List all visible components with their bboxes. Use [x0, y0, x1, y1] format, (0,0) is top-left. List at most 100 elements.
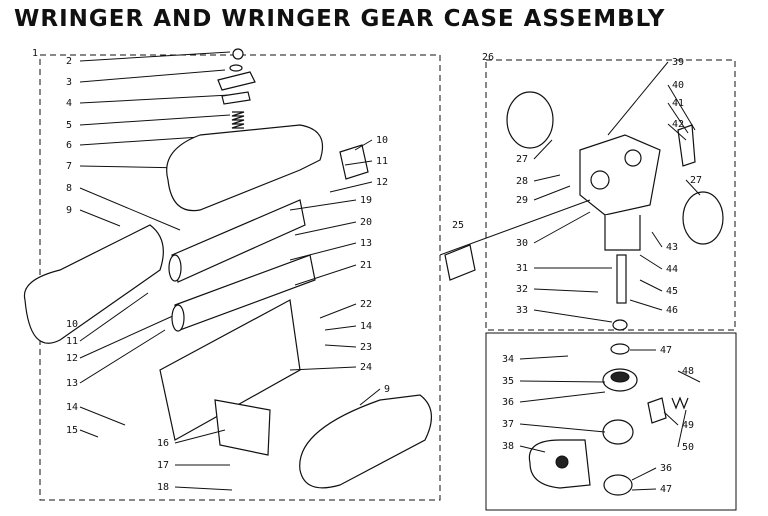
cover-disk-left-part: [506, 91, 554, 149]
callout-27b: 27: [690, 175, 702, 186]
callout-40: 40: [672, 80, 684, 91]
washer-inset-part: [610, 343, 630, 355]
callout-7: 7: [66, 161, 72, 172]
cover-disk-right-part: [682, 191, 724, 245]
gear-case-part: [579, 134, 661, 251]
callout-16: 16: [157, 438, 169, 449]
gear-middle-part: [602, 419, 634, 445]
callout-6: 6: [66, 140, 72, 151]
inset-leaders: [519, 349, 701, 491]
callout-39: 39: [672, 57, 684, 68]
plate-part: [221, 91, 251, 105]
right-group-boundary: [485, 59, 736, 331]
callout-20: 20: [360, 217, 372, 228]
callout-35: 35: [502, 376, 514, 387]
left-label-group: 2 3 4 5 6 7 8 9 10 11 12 13 14 15: [66, 56, 78, 436]
gear-inset-box: [485, 332, 737, 511]
callout-2: 2: [66, 56, 72, 67]
group-label-1: 1: [32, 48, 38, 59]
callout-48: 48: [682, 366, 694, 377]
callout-49: 49: [682, 420, 694, 431]
left-housing-part: [23, 224, 164, 344]
callout-11b: 11: [376, 156, 388, 167]
callout-33: 33: [516, 305, 528, 316]
left-bottom-leaders: [174, 429, 233, 491]
callout-46: 46: [666, 305, 678, 316]
callout-14b: 14: [360, 321, 372, 332]
callout-27: 27: [516, 154, 528, 165]
callout-18: 18: [157, 482, 169, 493]
callout-13: 13: [66, 378, 78, 389]
nut-part: [612, 319, 628, 331]
callout-36b: 36: [660, 463, 672, 474]
wringer-plate-part: [214, 399, 271, 456]
callout-37: 37: [502, 419, 514, 430]
callout-23: 23: [360, 342, 372, 353]
callout-50: 50: [682, 442, 694, 453]
callout-4: 4: [66, 98, 72, 109]
middle-label-group: 10 11 12 19 20 13 21 22 14 23 24 9: [360, 135, 390, 395]
callout-22: 22: [360, 299, 372, 310]
callout-24: 24: [360, 362, 372, 373]
callout-15: 15: [66, 425, 78, 436]
callout-38: 38: [502, 441, 514, 452]
upper-roller-part: [168, 199, 306, 283]
pinion-gear-part: [528, 439, 591, 489]
bracket-part: [339, 144, 369, 180]
callout-36: 36: [502, 397, 514, 408]
washer-part: [229, 64, 243, 72]
middle-leaders: [289, 139, 381, 406]
callout-28: 28: [516, 176, 528, 187]
screw-part: [232, 48, 244, 60]
callout-25: 25: [452, 220, 464, 231]
connector-line: [439, 199, 591, 256]
lower-roller-part: [171, 254, 316, 332]
gear-top-part: [602, 368, 638, 392]
clamp-plate-part: [217, 71, 256, 91]
callout-19: 19: [360, 195, 372, 206]
callout-41: 41: [672, 98, 684, 109]
callout-21: 21: [360, 260, 372, 271]
callout-13b: 13: [360, 238, 372, 249]
callout-42: 42: [672, 119, 684, 130]
gear-bottom-part: [603, 474, 633, 496]
callout-14: 14: [66, 402, 78, 413]
left-group-boundary: [39, 54, 441, 501]
link-connector-part: [444, 244, 476, 281]
callout-8: 8: [66, 183, 72, 194]
callout-34: 34: [502, 354, 514, 365]
callout-47b: 47: [660, 484, 672, 495]
callout-9: 9: [66, 205, 72, 216]
shaft-part: [616, 254, 627, 304]
right-leaders: [533, 61, 701, 323]
diagram-title: WRINGER AND WRINGER GEAR CASE ASSEMBLY: [14, 6, 666, 32]
left-bottom-label-group: 16 17 18: [157, 438, 169, 493]
callout-9b: 9: [384, 384, 390, 395]
callout-17: 17: [157, 460, 169, 471]
inset-label-group: 34 35 36 37 38 47 48 49 50 36 47: [502, 345, 694, 495]
callout-30: 30: [516, 238, 528, 249]
callout-29: 29: [516, 195, 528, 206]
top-cover-part: [166, 124, 324, 212]
clip-part: [647, 397, 667, 424]
callout-11: 11: [66, 336, 78, 347]
callout-43: 43: [666, 242, 678, 253]
spring-inset-part: [671, 396, 689, 410]
right-housing-part: [299, 394, 432, 489]
callout-10b: 10: [376, 135, 388, 146]
callout-31: 31: [516, 263, 528, 274]
callout-47: 47: [660, 345, 672, 356]
callout-12: 12: [66, 353, 78, 364]
callout-32: 32: [516, 284, 528, 295]
right-label-group: 39 40 41 42 27 28 29 30 31 32 33 27 43 4…: [516, 57, 702, 316]
group-label-26: 26: [482, 52, 494, 63]
callout-5: 5: [66, 120, 72, 131]
callout-10: 10: [66, 319, 78, 330]
callout-12b: 12: [376, 177, 388, 188]
spring-part: [231, 111, 245, 129]
lever-part: [677, 124, 696, 167]
callout-44: 44: [666, 264, 678, 275]
callout-45: 45: [666, 286, 678, 297]
callout-3: 3: [66, 77, 72, 88]
